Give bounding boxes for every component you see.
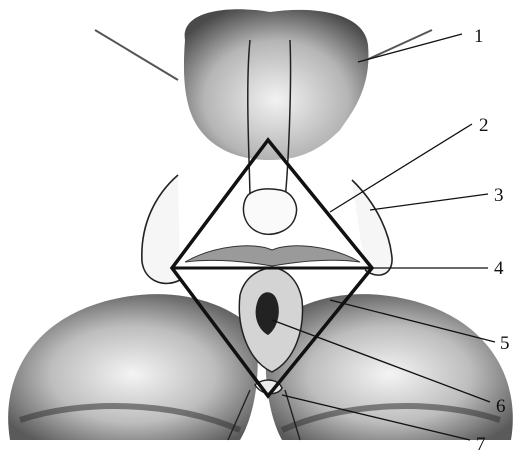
label-6: 6 (496, 396, 506, 417)
label-3: 3 (494, 185, 504, 206)
label-7: 7 (476, 434, 486, 455)
label-5: 5 (500, 333, 510, 354)
label-1: 1 (474, 26, 484, 47)
scrotum (184, 9, 369, 160)
label-4: 4 (494, 258, 504, 279)
label-2: 2 (479, 115, 489, 136)
bulb (243, 189, 296, 234)
transverse-muscle (185, 246, 360, 266)
